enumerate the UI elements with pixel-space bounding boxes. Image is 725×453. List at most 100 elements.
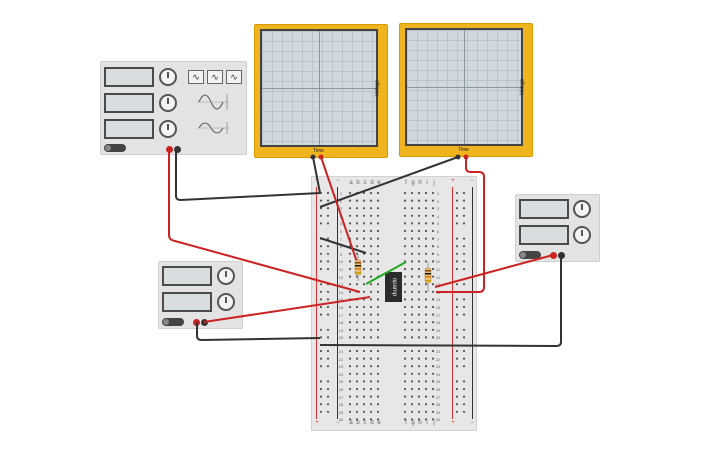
rail-hole[interactable] [319, 199, 323, 202]
breadboard-hole[interactable] [431, 403, 435, 406]
breadboard-hole[interactable] [431, 298, 435, 301]
rail-hole[interactable] [455, 336, 459, 339]
breadboard-hole[interactable] [362, 252, 366, 255]
breadboard-hole[interactable] [403, 418, 407, 421]
breadboard-hole[interactable] [362, 267, 366, 271]
breadboard-hole[interactable] [369, 410, 373, 413]
breadboard-hole[interactable] [369, 252, 373, 255]
breadboard-hole[interactable] [348, 336, 352, 339]
breadboard-hole[interactable] [410, 298, 414, 301]
rail-hole[interactable] [462, 237, 466, 240]
breadboard-hole[interactable] [410, 237, 414, 240]
breadboard-hole[interactable] [355, 403, 359, 406]
breadboard-hole[interactable] [362, 214, 366, 217]
rail-hole[interactable] [462, 267, 466, 271]
breadboard-hole[interactable] [431, 410, 435, 413]
rail-hole[interactable] [326, 290, 330, 293]
breadboard-hole[interactable] [348, 267, 352, 271]
breadboard-hole[interactable] [348, 298, 352, 301]
rail-hole[interactable] [455, 267, 459, 271]
breadboard-hole[interactable] [417, 298, 421, 301]
breadboard-hole[interactable] [403, 410, 407, 413]
breadboard-hole[interactable] [355, 267, 359, 271]
rail-hole[interactable] [455, 395, 459, 398]
breadboard-hole[interactable] [376, 252, 380, 255]
breadboard-hole[interactable] [355, 349, 359, 353]
breadboard-hole[interactable] [431, 349, 435, 353]
breadboard-hole[interactable] [410, 260, 414, 263]
breadboard-hole[interactable] [417, 275, 421, 278]
breadboard-hole[interactable] [369, 349, 373, 353]
breadboard-hole[interactable] [362, 336, 366, 339]
breadboard-hole[interactable] [376, 387, 380, 391]
breadboard-hole[interactable] [431, 229, 435, 233]
breadboard-hole[interactable] [431, 207, 435, 210]
breadboard-hole[interactable] [410, 191, 414, 195]
breadboard-hole[interactable] [417, 214, 421, 217]
breadboard-hole[interactable] [348, 365, 352, 368]
breadboard-hole[interactable] [355, 328, 359, 331]
breadboard-hole[interactable] [424, 357, 428, 360]
breadboard-hole[interactable] [431, 395, 435, 398]
breadboard-hole[interactable] [417, 283, 421, 286]
rail-hole[interactable] [319, 191, 323, 195]
breadboard-hole[interactable] [417, 418, 421, 421]
breadboard-hole[interactable] [410, 380, 414, 383]
breadboard-hole[interactable] [369, 207, 373, 210]
breadboard-hole[interactable] [417, 357, 421, 360]
breadboard-hole[interactable] [410, 214, 414, 217]
breadboard-hole[interactable] [348, 214, 352, 217]
breadboard-hole[interactable] [348, 275, 352, 278]
psu-right-negative-terminal[interactable] [558, 252, 565, 259]
breadboard-hole[interactable] [369, 387, 373, 391]
rail-hole[interactable] [462, 357, 466, 360]
rail-hole[interactable] [326, 365, 330, 368]
breadboard-hole[interactable] [355, 290, 359, 293]
breadboard-hole[interactable] [417, 380, 421, 383]
rail-hole[interactable] [326, 237, 330, 240]
rail-hole[interactable] [455, 260, 459, 263]
rail-hole[interactable] [319, 313, 323, 316]
opamp-chip[interactable]: opamp [385, 272, 402, 302]
rail-hole[interactable] [462, 380, 466, 383]
breadboard-hole[interactable] [348, 191, 352, 195]
rail-hole[interactable] [326, 260, 330, 263]
rail-hole[interactable] [326, 349, 330, 353]
breadboard-hole[interactable] [362, 229, 366, 233]
breadboard-hole[interactable] [424, 328, 428, 331]
breadboard-hole[interactable] [424, 305, 428, 309]
breadboard-hole[interactable] [417, 365, 421, 368]
rail-hole[interactable] [326, 214, 330, 217]
breadboard-hole[interactable] [348, 283, 352, 286]
breadboard-hole[interactable] [417, 245, 421, 248]
rail-hole[interactable] [326, 328, 330, 331]
breadboard-hole[interactable] [431, 290, 435, 293]
rail-hole[interactable] [326, 199, 330, 202]
breadboard-hole[interactable] [417, 328, 421, 331]
breadboard-hole[interactable] [355, 214, 359, 217]
breadboard-hole[interactable] [424, 207, 428, 210]
rail-hole[interactable] [455, 222, 459, 225]
psu-right-power-switch[interactable] [519, 251, 541, 259]
breadboard-hole[interactable] [424, 336, 428, 339]
breadboard-hole[interactable] [362, 410, 366, 413]
breadboard-hole[interactable] [424, 410, 428, 413]
breadboard-hole[interactable] [348, 305, 352, 309]
breadboard-hole[interactable] [369, 321, 373, 324]
breadboard-hole[interactable] [403, 305, 407, 309]
breadboard-hole[interactable] [431, 222, 435, 225]
breadboard-hole[interactable] [417, 207, 421, 210]
breadboard-hole[interactable] [376, 328, 380, 331]
breadboard-hole[interactable] [403, 207, 407, 210]
breadboard-hole[interactable] [355, 245, 359, 248]
breadboard-hole[interactable] [348, 313, 352, 316]
breadboard-hole[interactable] [431, 199, 435, 202]
breadboard[interactable]: + − + − + − + − a b c d e f g h i j a b … [311, 176, 477, 431]
breadboard-hole[interactable] [403, 214, 407, 217]
breadboard-hole[interactable] [376, 395, 380, 398]
breadboard-hole[interactable] [431, 275, 435, 278]
breadboard-hole[interactable] [424, 267, 428, 271]
breadboard-hole[interactable] [355, 357, 359, 360]
breadboard-hole[interactable] [403, 275, 407, 278]
breadboard-hole[interactable] [348, 349, 352, 353]
